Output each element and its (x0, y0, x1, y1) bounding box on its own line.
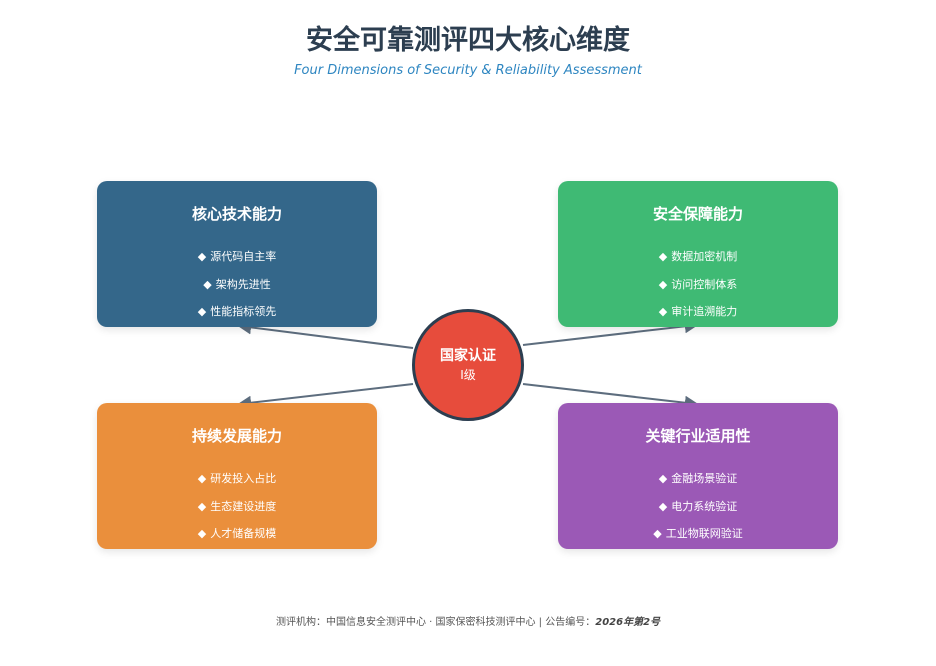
dimension-title: 安全保障能力 (652, 205, 743, 223)
dimension-item: ◆性能指标领先 (97, 304, 377, 332)
diamond-bullet-icon: ◆ (658, 305, 668, 318)
dimension-item-label: 访问控制体系 (671, 277, 738, 291)
dimension-item: ◆生态建设进度 (97, 499, 377, 527)
footer-note: 测评机构：中国信息安全测评中心 · 国家保密科技测评中心 | 公告编号：2026… (0, 613, 936, 628)
diamond-bullet-icon: ◆ (658, 499, 668, 513)
dimension-title: 持续发展能力 (191, 427, 282, 445)
dimension-card-security: 安全保障能力 ◆数据加密机制 ◆访问控制体系 ◆审计追溯能力 (558, 181, 838, 327)
connector-industry (522, 383, 699, 410)
dimension-item-label: 工业物联网验证 (665, 527, 743, 540)
diamond-bullet-icon: ◆ (197, 305, 207, 318)
dimension-item-label: 电力系统验证 (671, 499, 738, 513)
dimension-title: 关键行业适用性 (645, 427, 751, 445)
dimension-title: 核心技术能力 (191, 205, 282, 223)
diamond-bullet-icon: ◆ (653, 527, 662, 540)
center-certification-badge: 国家认证 Ⅰ级 (412, 309, 524, 421)
dimension-item-label: 数据加密机制 (671, 250, 738, 263)
dimension-card-industry: 关键行业适用性 ◆金融场景验证 ◆电力系统验证 ◆工业物联网验证 (558, 403, 838, 549)
dimension-item-list: ◆源代码自主率 ◆架构先进性 ◆性能指标领先 (97, 249, 377, 332)
page-subtitle: Four Dimensions of Security & Reliabilit… (294, 63, 642, 78)
dimension-item-label: 研发投入占比 (210, 472, 277, 485)
dimension-item: ◆架构先进性 (97, 277, 377, 305)
dimension-item-label: 源代码自主率 (210, 250, 277, 263)
dimension-item-label: 架构先进性 (215, 277, 271, 291)
diamond-bullet-icon: ◆ (197, 250, 207, 263)
diamond-bullet-icon: ◆ (658, 250, 668, 263)
dimension-item-label: 性能指标领先 (210, 305, 277, 318)
connector-sustainability (237, 383, 414, 410)
dimension-item: ◆审计追溯能力 (558, 304, 838, 332)
diamond-bullet-icon: ◆ (197, 499, 207, 513)
diamond-bullet-icon: ◆ (203, 277, 212, 291)
dimension-item-label: 审计追溯能力 (671, 305, 738, 318)
page-title: 安全可靠测评四大核心维度 (306, 25, 630, 56)
dimension-item-list: ◆数据加密机制 ◆访问控制体系 ◆审计追溯能力 (558, 249, 838, 332)
dimension-item: ◆工业物联网验证 (558, 526, 838, 554)
dimension-item: ◆电力系统验证 (558, 499, 838, 527)
diamond-bullet-icon: ◆ (658, 277, 668, 291)
dimension-item: ◆源代码自主率 (97, 249, 377, 277)
dimension-item-list: ◆金融场景验证 ◆电力系统验证 ◆工业物联网验证 (558, 471, 838, 554)
footer-text: 测评机构：中国信息安全测评中心 · 国家保密科技测评中心 | 公告编号： (275, 617, 596, 628)
announcement-number: 2026年第2号 (595, 617, 661, 628)
dimension-item: ◆访问控制体系 (558, 277, 838, 305)
center-label: 国家认证 (440, 348, 496, 364)
dimension-item: ◆人才储备规模 (97, 526, 377, 554)
diamond-bullet-icon: ◆ (197, 527, 207, 540)
diamond-bullet-icon: ◆ (197, 472, 207, 485)
dimension-item-label: 人才储备规模 (210, 527, 277, 540)
dimension-item-list: ◆研发投入占比 ◆生态建设进度 ◆人才储备规模 (97, 471, 377, 554)
diamond-bullet-icon: ◆ (658, 472, 668, 485)
dimension-item: ◆金融场景验证 (558, 471, 838, 499)
dimension-item: ◆研发投入占比 (97, 471, 377, 499)
dimension-item: ◆数据加密机制 (558, 249, 838, 277)
dimension-card-sustainability: 持续发展能力 ◆研发投入占比 ◆生态建设进度 ◆人才储备规模 (97, 403, 377, 549)
dimension-item-label: 生态建设进度 (210, 499, 277, 513)
center-level: Ⅰ级 (460, 368, 476, 382)
dimension-item-label: 金融场景验证 (671, 472, 738, 485)
dimension-card-core-tech: 核心技术能力 ◆源代码自主率 ◆架构先进性 ◆性能指标领先 (97, 181, 377, 327)
